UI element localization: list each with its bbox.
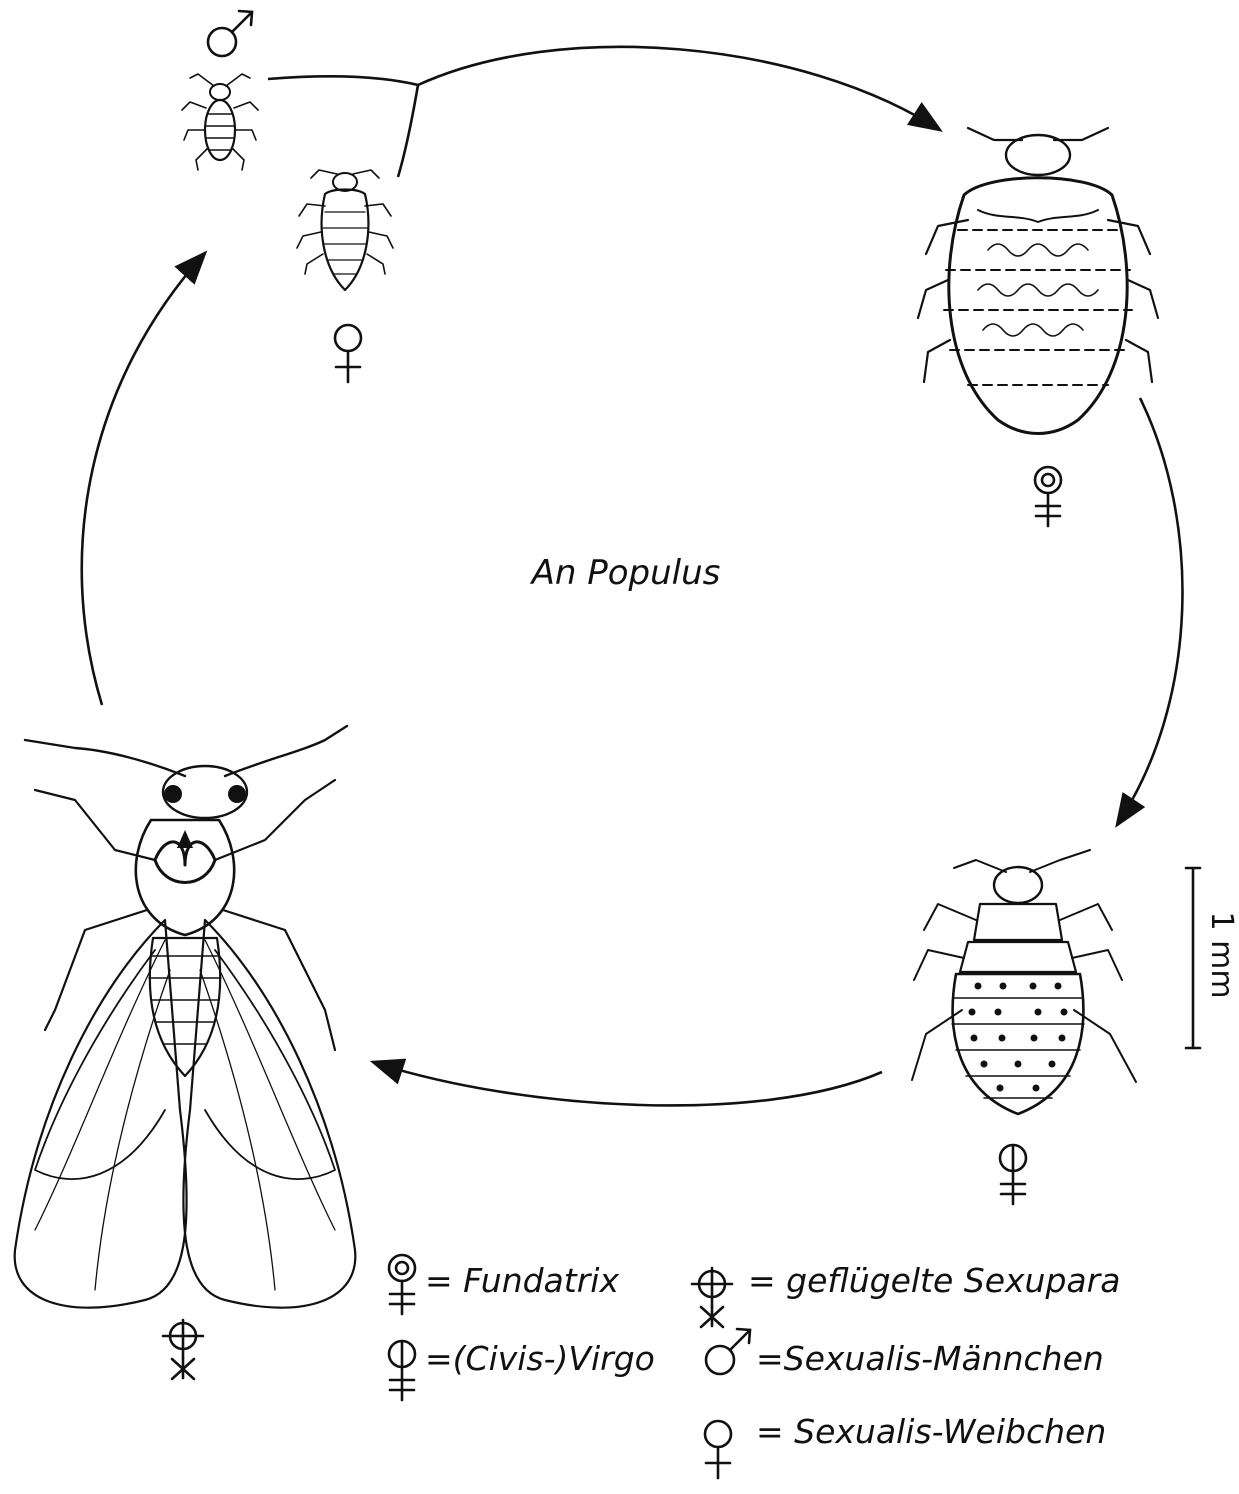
virgo-symbol-figure: [1000, 1145, 1026, 1204]
center-label: An Populus: [530, 553, 721, 593]
virgo-illustration: [912, 850, 1136, 1114]
female-symbol: [705, 1421, 731, 1478]
arrow-fundatrix-to-virgo: [1117, 398, 1182, 825]
winged-sexupara-symbol: [692, 1268, 732, 1327]
legend: = Fundatrix =(Civis-)Virgo = geflügelte …: [389, 1255, 1120, 1478]
connector-female-branch: [398, 85, 418, 177]
connector-male-branch: [268, 76, 418, 85]
sexupara-symbol-figure: [163, 1320, 203, 1379]
legend-text-male: =Sexualis-Männchen: [756, 1339, 1104, 1378]
legend-text-virgo: =(Civis-)Virgo: [425, 1339, 655, 1378]
legend-item-male: =Sexualis-Männchen: [706, 1329, 1104, 1378]
legend-text-fundatrix: = Fundatrix: [425, 1261, 619, 1300]
legend-text-female: = Sexualis-Weibchen: [756, 1412, 1106, 1451]
virgo-symbol: [389, 1341, 415, 1400]
female-symbol-top: [335, 325, 361, 382]
arrow-sexupara-to-sexuales: [82, 253, 205, 705]
legend-item-sexupara: = geflügelte Sexupara: [692, 1261, 1120, 1327]
legend-item-virgo: =(Civis-)Virgo: [389, 1339, 655, 1400]
male-symbol: [706, 1329, 750, 1374]
arrow-sexuales-to-fundatrix: [418, 47, 940, 130]
scale-bar-label: 1 mm: [1204, 911, 1239, 998]
sexualis-female-illustration: [297, 170, 393, 290]
arrow-virgo-to-sexupara: [373, 1062, 882, 1105]
scale-bar: [1186, 868, 1200, 1048]
fundatrix-symbol: [389, 1255, 415, 1314]
sexualis-male-illustration: [182, 74, 258, 170]
male-symbol-top: [208, 11, 252, 56]
legend-item-fundatrix: = Fundatrix: [389, 1255, 619, 1314]
fundatrix-symbol-figure: [1035, 467, 1061, 526]
legend-text-sexupara: = geflügelte Sexupara: [748, 1261, 1120, 1300]
legend-item-female: = Sexualis-Weibchen: [705, 1412, 1106, 1478]
fundatrix-illustration: [918, 128, 1158, 434]
winged-sexupara-illustration: [15, 726, 356, 1308]
